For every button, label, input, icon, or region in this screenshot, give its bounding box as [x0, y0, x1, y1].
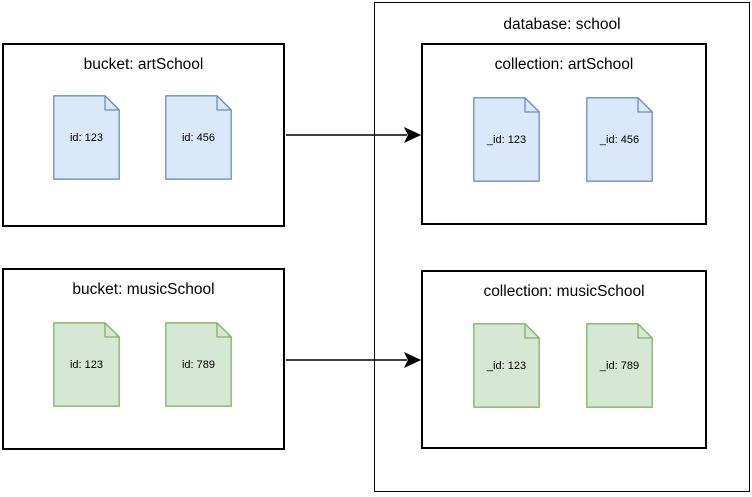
document-label: id: 456	[181, 131, 216, 144]
document-bucket-art-1: id: 123	[53, 95, 120, 180]
collection-musicschool-title: collection: musicSchool	[483, 283, 645, 300]
collection-musicschool-box: collection: musicSchool _id: 123 _id: 78…	[421, 270, 707, 449]
document-label: id: 123	[69, 358, 104, 371]
document-collection-art-1: _id: 123	[473, 97, 540, 182]
bucket-artschool-title: bucket: artSchool	[83, 56, 204, 73]
document-bucket-art-2: id: 456	[165, 95, 232, 180]
document-bucket-music-2: id: 789	[165, 322, 232, 407]
bucket-musicschool-title: bucket: musicSchool	[72, 281, 215, 298]
document-icon	[53, 95, 120, 180]
collection-artschool-title: collection: artSchool	[494, 56, 634, 73]
document-label: id: 789	[181, 358, 216, 371]
document-collection-music-2: _id: 789	[586, 323, 653, 408]
document-icon	[586, 323, 653, 408]
document-icon	[165, 95, 232, 180]
document-icon	[53, 322, 120, 407]
document-label: _id: 123	[486, 359, 527, 372]
document-label: _id: 789	[599, 359, 640, 372]
database-title: database: school	[503, 16, 621, 33]
document-icon	[473, 323, 540, 408]
document-label: _id: 123	[486, 133, 527, 146]
bucket-musicschool-box: bucket: musicSchool id: 123 id: 789	[2, 268, 285, 450]
document-label: id: 123	[69, 131, 104, 144]
document-icon	[165, 322, 232, 407]
bucket-artschool-box: bucket: artSchool id: 123 id: 456	[2, 43, 285, 227]
document-label: _id: 456	[599, 133, 640, 146]
document-icon	[586, 97, 653, 182]
document-bucket-music-1: id: 123	[53, 322, 120, 407]
document-collection-music-1: _id: 123	[473, 323, 540, 408]
document-icon	[473, 97, 540, 182]
collection-artschool-box: collection: artSchool _id: 123 _id: 456	[421, 43, 707, 225]
document-collection-art-2: _id: 456	[586, 97, 653, 182]
